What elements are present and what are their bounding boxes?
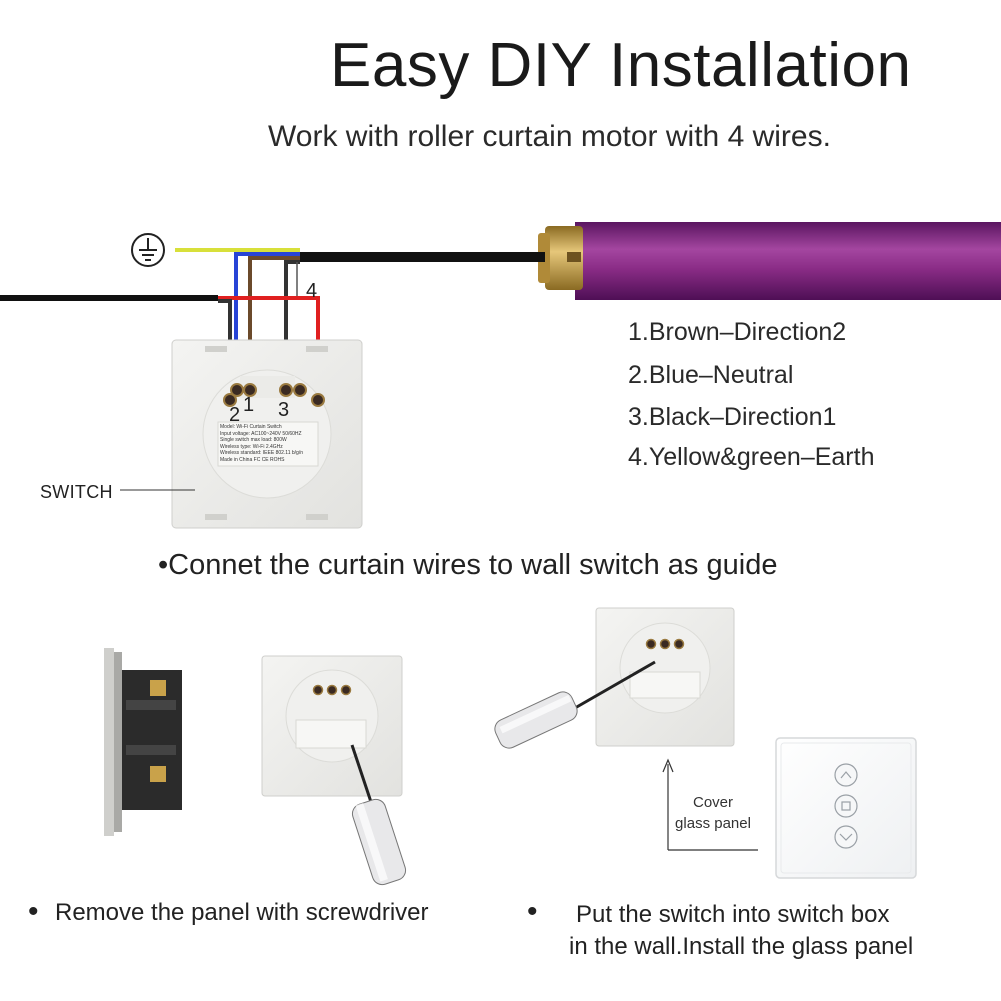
legend-earth: 4.Yellow&green–Earth <box>628 443 875 471</box>
cover-line-1: Cover <box>692 794 733 811</box>
cover-arrow <box>662 758 758 851</box>
spec-wireless-standard: Wireless standard: IEEE 802.11 b/g/n <box>220 450 304 456</box>
switch-side-view <box>104 648 182 836</box>
step2-caption-line2: in the wall.Install the glass panel <box>569 933 914 960</box>
spec-voltage: Input voltage: AC100~240V 50/60HZ <box>220 430 302 437</box>
page-title: Easy DIY Installation <box>330 31 912 100</box>
open-icon <box>834 763 858 787</box>
spec-origin: Made in China <box>220 456 253 463</box>
wire-number-1: 1 <box>243 394 255 416</box>
switch-back-panel <box>120 339 363 529</box>
motor-tube <box>575 222 1001 300</box>
page-subtitle: Work with roller curtain motor with 4 wi… <box>268 120 831 153</box>
pause-icon <box>834 794 858 818</box>
legend-black: 3.Black–Direction1 <box>628 403 837 431</box>
step2-caption-line1: Put the switch into switch box <box>576 901 890 928</box>
glass-touch-panel <box>775 737 917 879</box>
wire-number-4: 4 <box>306 280 318 302</box>
spec-marks: FC CE ROHS <box>253 456 285 463</box>
switch-back-panel-small-2 <box>595 607 735 747</box>
screwdriver-1 <box>350 744 407 886</box>
product-spec-label: Model: Wi-Fi Curtain Switch Input voltag… <box>220 424 318 463</box>
switch-label: SWITCH <box>40 482 113 502</box>
legend-brown: 1.Brown–Direction2 <box>628 318 847 346</box>
screwdriver-2 <box>494 660 656 749</box>
step1-caption: Remove the panel with screwdriver <box>55 899 429 926</box>
wire-number-2: 2 <box>229 404 241 426</box>
step1-bullet: • <box>28 895 39 928</box>
earth-ground-icon <box>131 233 165 267</box>
cover-glass-caption: Cover glass panel <box>668 792 758 834</box>
wiring-guide-text: •Connet the curtain wires to wall switch… <box>158 549 778 581</box>
spec-wireless-type: Wireless type: Wi-Fi 2.4GHz <box>220 443 283 450</box>
curtain-motor <box>538 222 1001 300</box>
wire-number-3: 3 <box>278 399 290 421</box>
spec-model: Model: Wi-Fi Curtain Switch <box>220 424 282 430</box>
step2-bullet: • <box>527 895 538 928</box>
legend-blue: 2.Blue–Neutral <box>628 361 794 389</box>
switch-back-panel-small-1 <box>261 655 403 797</box>
spec-load: Single switch max load: 800W <box>220 437 287 443</box>
cover-line-2: glass panel <box>675 815 751 832</box>
close-icon <box>834 825 858 849</box>
motor-cap <box>545 226 583 290</box>
